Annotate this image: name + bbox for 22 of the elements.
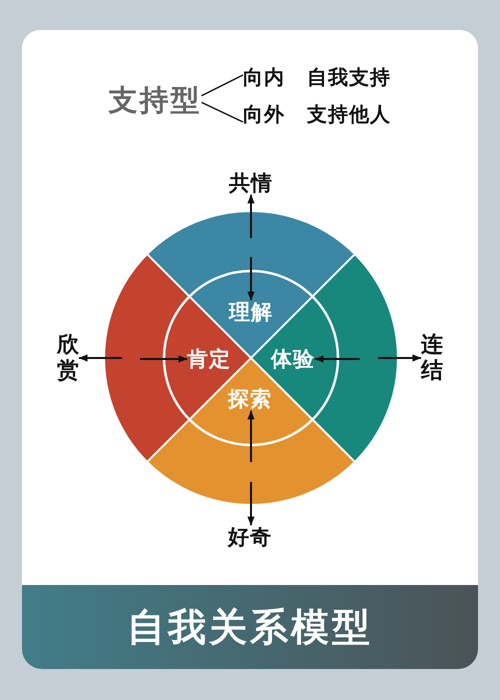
arrow — [140, 355, 188, 363]
branch-label: 向内 自我支持 — [243, 66, 391, 88]
arrow — [247, 482, 255, 526]
sector-label: 理解 — [229, 300, 273, 324]
type-label: 支持型 — [108, 84, 202, 116]
outer-label: 欣赏 — [57, 332, 79, 384]
arrow — [378, 354, 422, 362]
sector-label: 肯定 — [187, 347, 231, 371]
outer-label: 好奇 — [228, 525, 272, 549]
arrow — [247, 410, 255, 462]
arrow — [247, 257, 255, 301]
arrow — [247, 194, 255, 238]
branch-line — [201, 74, 244, 96]
outer-label: 连结 — [421, 332, 443, 384]
sector-label: 体验 — [271, 347, 315, 371]
outer-label: 共情 — [229, 171, 273, 195]
arrow — [78, 354, 122, 362]
branch-label: 向外 支持他人 — [243, 102, 391, 126]
branch-line — [201, 102, 244, 123]
title: 自我关系模型 — [127, 605, 373, 649]
sector-label: 探索 — [228, 387, 272, 411]
arrow — [314, 355, 360, 363]
